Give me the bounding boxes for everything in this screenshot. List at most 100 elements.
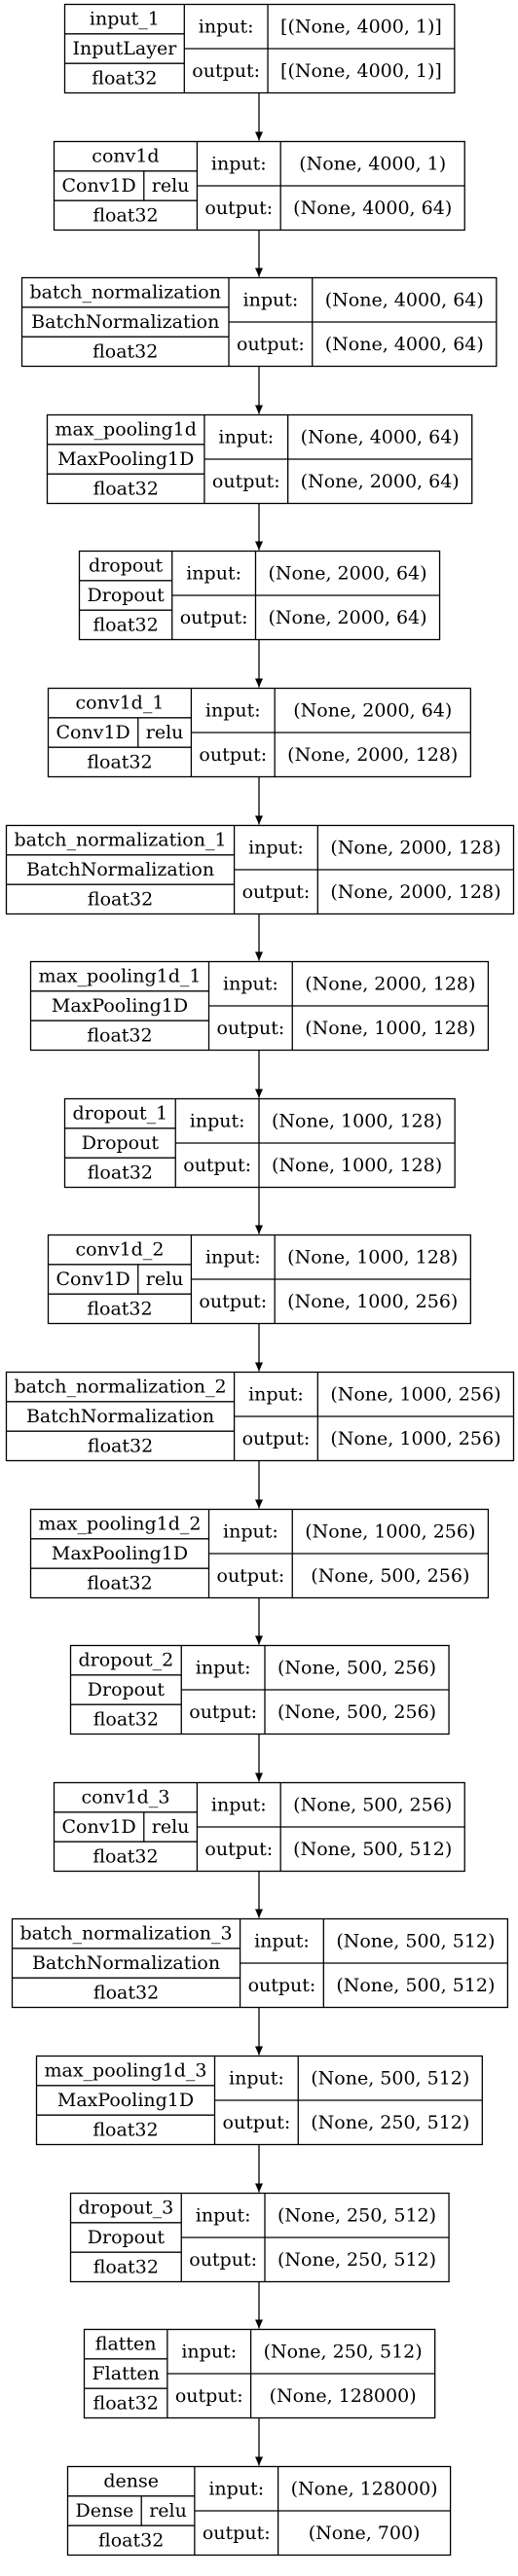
input-shape: (None, 1000, 256) xyxy=(330,1383,500,1405)
layer-dtype: float32 xyxy=(92,614,158,635)
layer-dtype: float32 xyxy=(87,1024,152,1046)
output-shape: (None, 250, 512) xyxy=(311,2112,469,2133)
output-shape: (None, 500, 512) xyxy=(293,1839,452,1860)
layer-type: Flatten xyxy=(92,2363,160,2384)
input-shape: (None, 4000, 64) xyxy=(325,289,484,310)
layer-activation: relu xyxy=(146,722,184,743)
layer-dtype: float32 xyxy=(93,2392,159,2414)
input-label: input: xyxy=(248,837,304,858)
layer-type: BatchNormalization xyxy=(26,1406,214,1427)
layer-name: conv1d_2 xyxy=(76,1239,165,1261)
layer-type: BatchNormalization xyxy=(32,1952,220,1974)
output-label: output: xyxy=(175,2385,243,2407)
layer-name: batch_normalization_2 xyxy=(15,1377,227,1398)
layer-activation: relu xyxy=(152,1816,190,1838)
input-label: input: xyxy=(229,2067,284,2089)
layer-dtype: float32 xyxy=(93,478,159,499)
output-label: output: xyxy=(223,2112,291,2133)
input-label: input: xyxy=(223,973,278,994)
layer-activation: relu xyxy=(152,175,190,197)
input-shape: (None, 128000) xyxy=(291,2478,438,2499)
layer-dtype: float32 xyxy=(93,2256,159,2277)
output-shape: (None, 128000) xyxy=(270,2385,417,2407)
layer-type: BatchNormalization xyxy=(26,859,214,880)
output-label: output: xyxy=(217,1565,285,1587)
layer-type: BatchNormalization xyxy=(31,311,219,333)
input-label: input: xyxy=(211,153,267,174)
output-shape: (None, 2000, 64) xyxy=(301,471,460,492)
layer-activation: relu xyxy=(149,2500,187,2522)
layer-name: conv1d_3 xyxy=(82,1787,170,1808)
layer-name: batch_normalization xyxy=(30,282,222,304)
input-label: input: xyxy=(208,2478,264,2499)
layer-dtype: float32 xyxy=(98,2529,164,2551)
layer-activation: relu xyxy=(146,1269,184,1290)
output-shape: (None, 1000, 256) xyxy=(287,1291,458,1312)
output-label: output: xyxy=(199,744,267,766)
input-shape: (None, 2000, 128) xyxy=(330,837,500,858)
input-label: input: xyxy=(186,562,241,584)
layer-dtype: float32 xyxy=(88,1435,153,1456)
layer-type: Dropout xyxy=(82,1132,160,1154)
nodes: input_1InputLayerfloat32input:output:[(N… xyxy=(5,3,515,2557)
layer-name: dropout xyxy=(89,555,164,577)
layer-dtype: float32 xyxy=(93,1708,159,1730)
output-shape: (None, 2000, 64) xyxy=(268,607,426,628)
output-label: output: xyxy=(217,1018,285,1039)
output-label: output: xyxy=(242,881,311,903)
layer-dtype: float32 xyxy=(88,888,153,910)
input-shape: [(None, 4000, 1)] xyxy=(280,16,442,37)
output-label: output: xyxy=(192,60,260,82)
layer-dtype: float32 xyxy=(92,340,158,362)
layer-node: input_1InputLayerfloat32input:output:[(N… xyxy=(63,3,456,94)
output-shape: (None, 2000, 128) xyxy=(287,744,458,766)
output-label: output: xyxy=(203,2522,271,2544)
input-shape: (None, 1000, 128) xyxy=(272,1110,442,1131)
layer-dtype: float32 xyxy=(92,204,158,226)
layer-type: Dropout xyxy=(88,585,166,606)
output-shape: (None, 2000, 128) xyxy=(330,881,500,903)
output-shape: (None, 4000, 64) xyxy=(293,197,452,219)
layer-type: MaxPooling1D xyxy=(52,995,188,1017)
layer-node: batch_normalization_1BatchNormalizationf… xyxy=(5,824,515,915)
layer-dtype: float32 xyxy=(87,1298,152,1319)
input-label: input: xyxy=(205,1246,261,1268)
layer-name: conv1d_1 xyxy=(76,693,165,714)
layer-type: MaxPooling1D xyxy=(57,448,194,470)
layer-type: Conv1D xyxy=(56,722,130,743)
layer-type: InputLayer xyxy=(73,38,178,59)
layer-type: Dropout xyxy=(88,1679,166,1700)
output-label: output: xyxy=(248,1975,316,1996)
input-label: input: xyxy=(199,16,254,37)
layer-dtype: float32 xyxy=(87,751,152,772)
layer-node: max_pooling1dMaxPooling1Dfloat32input:ou… xyxy=(46,413,473,505)
input-shape: (None, 500, 256) xyxy=(293,1794,452,1815)
output-label: output: xyxy=(204,1839,273,1860)
output-label: output: xyxy=(189,1701,257,1723)
output-label: output: xyxy=(212,471,280,492)
layer-node: flattenFlattenfloat32input:output:(None,… xyxy=(83,2328,436,2419)
output-shape: (None, 500, 256) xyxy=(311,1565,469,1587)
layer-node: max_pooling1d_2MaxPooling1Dfloat32input:… xyxy=(29,1508,490,1599)
layer-name: batch_normalization_3 xyxy=(20,1923,233,1945)
input-label: input: xyxy=(205,699,261,721)
layer-dtype: float32 xyxy=(88,1162,153,1183)
input-label: input: xyxy=(196,2204,251,2226)
layer-type: MaxPooling1D xyxy=(57,2090,194,2111)
layer-node: dropout_3Dropoutfloat32input:output:(Non… xyxy=(69,2192,450,2283)
layer-dtype: float32 xyxy=(92,67,157,89)
layer-type: Dense xyxy=(76,2500,134,2522)
output-label: output: xyxy=(237,334,305,355)
input-shape: (None, 250, 512) xyxy=(264,2341,423,2362)
layer-name: dropout_1 xyxy=(73,1103,168,1125)
input-shape: (None, 250, 512) xyxy=(278,2204,436,2226)
input-shape: (None, 1000, 128) xyxy=(287,1246,458,1268)
layer-dtype: float32 xyxy=(93,1982,159,2003)
output-shape: (None, 4000, 64) xyxy=(325,334,484,355)
